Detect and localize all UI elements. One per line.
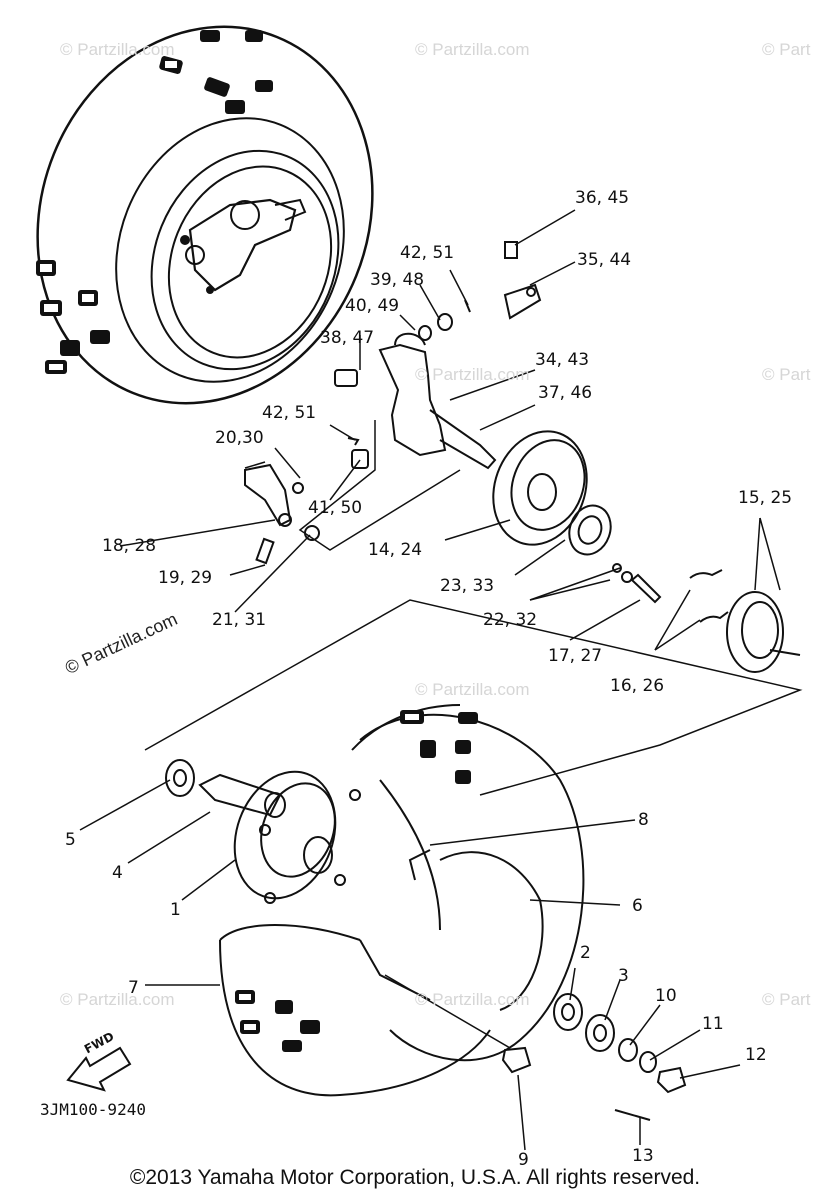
callout-38-47: 38, 47: [320, 328, 375, 348]
callout-22-32: 22, 32: [483, 610, 538, 630]
callout-8: 8: [638, 810, 649, 830]
watermark: © Part: [762, 365, 811, 384]
callout-16-26: 16, 26: [610, 676, 665, 696]
callout-39-48: 39, 48: [370, 270, 425, 290]
watermark: © Partzilla.com: [60, 40, 175, 59]
callout-7: 7: [128, 978, 139, 998]
callout-10: 10: [655, 986, 677, 1006]
knuckle-assembly: [244, 241, 542, 565]
callout-37-46: 37, 46: [538, 383, 593, 403]
callout-2: 2: [580, 943, 591, 963]
callout-42-51-lower: 42, 51: [262, 403, 317, 423]
callout-36-45: 36, 45: [575, 188, 630, 208]
callout-41-50: 41, 50: [308, 498, 363, 518]
callout-5: 5: [65, 830, 76, 850]
callout-21-31: 21, 31: [212, 610, 267, 630]
watermark: © Partzilla.com: [415, 40, 530, 59]
callout-13: 13: [632, 1146, 654, 1166]
callout-35-44: 35, 44: [577, 250, 632, 270]
brake-drum-assembly: [492, 430, 801, 673]
callout-9: 9: [518, 1150, 529, 1170]
callout-23-33: 23, 33: [440, 576, 495, 596]
watermark: © Partzilla.com: [60, 990, 175, 1009]
callout-40-49: 40, 49: [345, 296, 400, 316]
callout-3: 3: [618, 966, 629, 986]
callout-20-30: 20,30: [215, 428, 264, 448]
callout-18-28: 18, 28: [102, 536, 157, 556]
watermark: © Part: [762, 990, 811, 1009]
callout-4: 4: [112, 863, 123, 883]
assembled-wheel-illustration: [36, 25, 374, 405]
callout-14-24: 14, 24: [368, 540, 423, 560]
callout-1: 1: [170, 900, 181, 920]
copyright-notice: ©2013 Yamaha Motor Corporation, U.S.A. A…: [129, 1166, 701, 1189]
watermark: © Part: [762, 40, 811, 59]
watermark: © Partzilla.com: [415, 680, 530, 699]
callout-17-27: 17, 27: [548, 646, 603, 666]
exploded-wheel-illustration: [165, 704, 687, 1121]
callout-15-25: 15, 25: [738, 488, 793, 508]
callout-42-51: 42, 51: [400, 243, 455, 263]
watermark: © Partzilla.com: [415, 365, 530, 384]
callout-6: 6: [632, 896, 643, 916]
diagram-code: 3JM100-9240: [40, 1100, 146, 1119]
fwd-arrow-icon: [66, 1046, 132, 1092]
callout-19-29: 19, 29: [158, 568, 213, 588]
callout-11: 11: [702, 1014, 724, 1034]
watermark: © Partzilla.com: [415, 990, 530, 1009]
callout-34-43: 34, 43: [535, 350, 590, 370]
callout-12: 12: [745, 1045, 767, 1065]
